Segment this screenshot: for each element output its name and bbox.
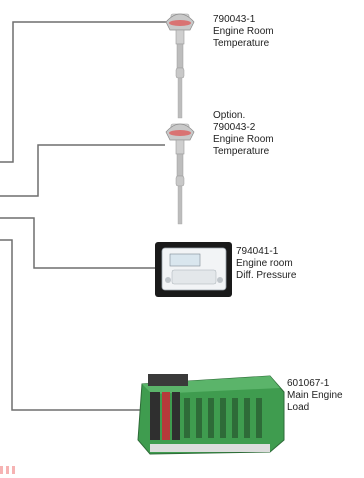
pressure-transmitter-icon [155,242,232,297]
label-line: Engine room [236,258,296,270]
label-line: Main Engine [287,390,343,402]
wire-sensor-1 [0,22,168,162]
part-number: 790043-2 [213,122,274,134]
label-line: Diff. Pressure [236,270,296,282]
wire-sensor-3 [0,218,156,268]
label-line: Load [287,402,343,414]
part-number: 601067-1 [287,378,343,390]
label-line: Engine Room [213,26,274,38]
engine-icon [138,374,284,454]
label-line: Temperature [213,38,274,50]
sensor-label-engine-room-temp-2: Option. 790043-2 Engine Room Temperature [213,110,274,158]
corner-marker [0,466,18,474]
label-line: Temperature [213,146,274,158]
wiring-lines [0,22,168,410]
part-number: 790043-1 [213,14,274,26]
label-line: Engine Room [213,134,274,146]
part-number: 794041-1 [236,246,296,258]
wire-sensor-2 [0,145,165,196]
wire-sensor-4 [0,240,140,410]
temperature-sensor-icon [166,14,194,118]
sensor-label-engine-room-temp-1: 790043-1 Engine Room Temperature [213,14,274,50]
temperature-sensor-icon [166,124,194,224]
sensor-label-engine-load: 601067-1 Main Engine Load [287,378,343,414]
option-label: Option. [213,110,274,122]
sensor-label-diff-pressure: 794041-1 Engine room Diff. Pressure [236,246,296,282]
